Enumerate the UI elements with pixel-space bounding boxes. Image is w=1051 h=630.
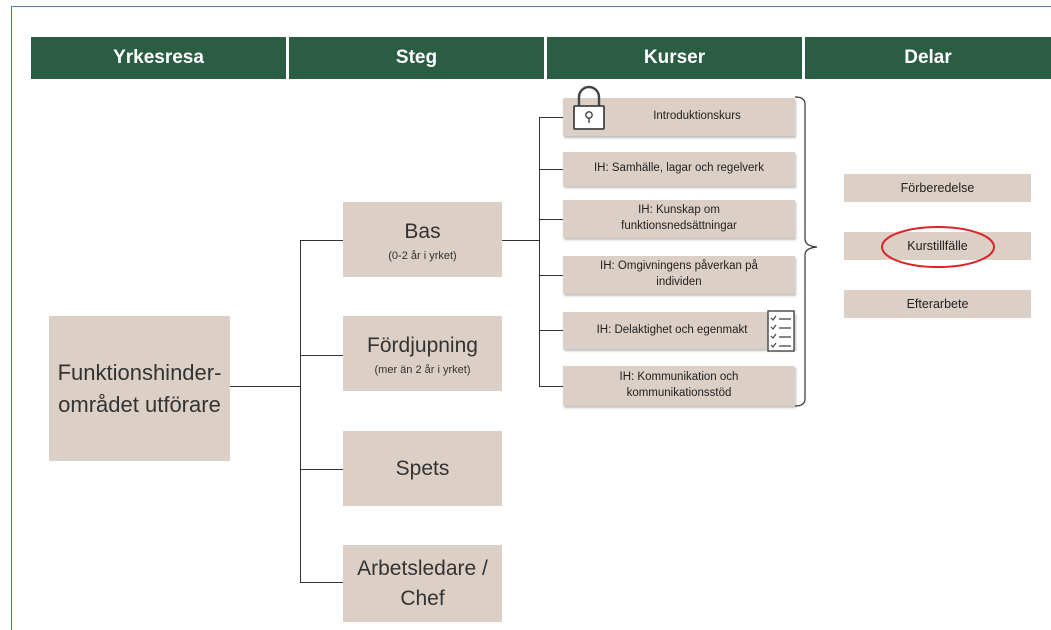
step-title: Arbetsledare / Chef	[357, 557, 488, 610]
connector-bas	[300, 240, 343, 241]
role-label: Funktionshinder- området utförare	[57, 359, 222, 417]
step-bas: Bas (0-2 år i yrket)	[343, 202, 502, 277]
step-title: Bas	[404, 220, 441, 244]
course-label: IH: Kunskap om funktionsnedsättningar	[621, 204, 737, 232]
connector-chef	[300, 582, 343, 583]
header-yrkesresa: Yrkesresa	[31, 37, 286, 79]
header-steg: Steg	[289, 37, 544, 79]
step-title: Fördjupning	[367, 334, 478, 358]
diagram-frame	[11, 6, 1051, 630]
step-arbetsledare-chef: Arbetsledare / Chef	[343, 545, 502, 622]
step-spets: Spets	[343, 431, 502, 506]
connector-course-1	[539, 117, 563, 118]
course-label: IH: Delaktighet och egenmakt	[596, 323, 748, 336]
course-samhalle: IH: Samhälle, lagar och regelverk	[563, 152, 795, 186]
part-label: Kurstillfälle	[907, 239, 968, 253]
step-subtitle: (0-2 år i yrket)	[388, 249, 457, 262]
connector-course-6	[539, 386, 563, 387]
course-label: IH: Samhälle, lagar och regelverk	[593, 162, 765, 175]
connector-course-2	[539, 169, 563, 170]
step-fordjupning: Fördjupning (mer än 2 år i yrket)	[343, 316, 502, 391]
part-efterarbete: Efterarbete	[844, 290, 1031, 318]
header-delar: Delar	[805, 37, 1051, 79]
course-kommunikation: IH: Kommunikation och kommunikationsstöd	[563, 366, 795, 406]
connector-role-steps	[230, 386, 301, 387]
course-kunskap: IH: Kunskap om funktionsnedsättningar	[563, 200, 795, 238]
connector-courses-vertical	[539, 117, 540, 386]
lock-icon	[573, 85, 605, 130]
role-box: Funktionshinder- området utförare	[49, 316, 230, 461]
connector-steps-vertical	[300, 240, 301, 583]
connector-course-3	[539, 219, 563, 220]
course-label: IH: Kommunikation och kommunikationsstöd	[619, 371, 739, 399]
connector-bas-courses	[502, 240, 540, 241]
part-kurstillfalle: Kurstillfälle	[844, 232, 1031, 260]
highlight-circle	[881, 226, 995, 268]
course-omgivningens: IH: Omgivningens påverkan på individen	[563, 256, 795, 294]
connector-fordjupning	[300, 355, 343, 356]
step-title: Spets	[395, 456, 450, 480]
course-label: IH: Omgivningens påverkan på individen	[600, 260, 758, 288]
step-subtitle: (mer än 2 år i yrket)	[374, 363, 471, 376]
connector-spets	[300, 469, 343, 470]
header-kurser: Kurser	[547, 37, 802, 79]
brace-icon	[795, 96, 818, 407]
course-delaktighet: IH: Delaktighet och egenmakt	[563, 312, 795, 349]
part-forberedelse: Förberedelse	[844, 174, 1031, 202]
course-label: Introduktionskurs	[653, 110, 741, 123]
checklist-icon	[767, 310, 795, 352]
connector-course-5	[539, 330, 563, 331]
connector-course-4	[539, 275, 563, 276]
